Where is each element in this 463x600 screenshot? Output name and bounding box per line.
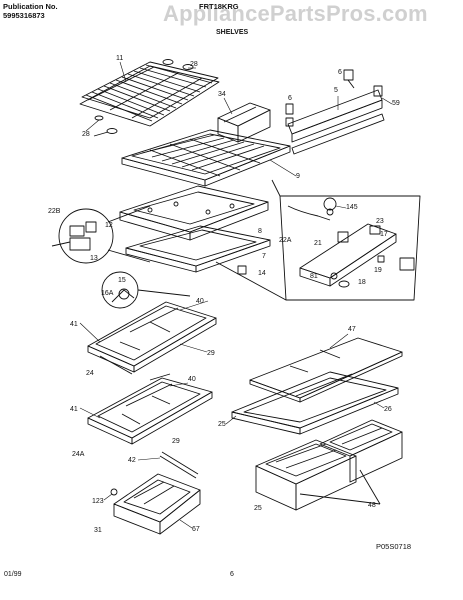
crisper-glass-shelf-part (231, 337, 403, 435)
control-detail-box (215, 179, 421, 301)
crisper-drawer-large-part (255, 419, 403, 511)
callout-25: 25 (254, 505, 262, 512)
callout-22b: 22B (48, 208, 61, 215)
callout-7: 7 (262, 253, 266, 260)
site-watermark: AppliancePartsPros.com (163, 1, 428, 26)
crisper-cover-frame-part (119, 185, 269, 241)
section-title: SHELVES (216, 29, 249, 36)
callout-123: 123 (92, 498, 104, 505)
callout-41: 41 (70, 321, 78, 328)
callout-67: 67 (192, 526, 200, 533)
callout-31: 31 (94, 527, 102, 534)
callout-9: 9 (296, 173, 300, 180)
callout-28: 28 (82, 131, 90, 138)
callout-6: 6 (338, 69, 342, 76)
page-number: 6 (230, 571, 234, 578)
figure-code: P05S0718 (376, 542, 412, 551)
callout-12: 12 (105, 222, 113, 229)
callout-23: 23 (376, 218, 384, 225)
publication-number: 5995316873 (3, 11, 45, 20)
callout-13: 13 (90, 255, 98, 262)
callout-40: 40 (196, 298, 204, 305)
callout-145: 145 (346, 204, 358, 211)
callout-81: 81 (310, 273, 318, 280)
callout-18: 18 (358, 279, 366, 286)
callout-29: 29 (207, 350, 215, 357)
callout-41: 41 (70, 406, 78, 413)
callout-15: 15 (118, 277, 126, 284)
callout-14: 14 (258, 270, 266, 277)
callout-34: 34 (218, 91, 226, 98)
callout-16a: 16A (101, 290, 114, 297)
dairy-bin-part (217, 102, 271, 143)
callout-42: 42 (128, 457, 136, 464)
crisper-cover-part (125, 225, 271, 273)
glass-shelf-upper-part (87, 301, 217, 373)
hinge-detail-circle (101, 271, 191, 309)
callout-59: 59 (392, 100, 400, 107)
callout-24a: 24A (72, 451, 85, 458)
callout-26: 26 (384, 406, 392, 413)
callout-19: 19 (374, 267, 382, 274)
model-number: FRT18KRG (199, 2, 239, 11)
callout-40: 40 (188, 376, 196, 383)
shelf-trim-part (285, 69, 385, 155)
light-detail-circle (51, 205, 151, 264)
callout-25: 25 (218, 421, 226, 428)
callout-21: 21 (314, 240, 322, 247)
grid-shelf-part (121, 129, 291, 187)
callout-17: 17 (380, 231, 388, 238)
crisper-drawer-small-part (110, 451, 201, 535)
glass-shelf-lower-part (87, 377, 213, 445)
publication-label: Publication No. (3, 2, 58, 11)
footer-date: 01/99 (4, 571, 22, 578)
callout-28: 28 (190, 61, 198, 68)
callout-6: 6 (288, 95, 292, 102)
callout-11: 11 (116, 55, 123, 62)
callout-29: 29 (172, 438, 180, 445)
callout-22a: 22A (279, 237, 292, 244)
callout-5: 5 (334, 87, 338, 94)
callout-8: 8 (258, 228, 262, 235)
callout-24: 24 (86, 370, 94, 377)
wire-shelf-part (79, 61, 220, 127)
callout-47: 47 (348, 326, 356, 333)
callout-48: 48 (368, 502, 376, 509)
